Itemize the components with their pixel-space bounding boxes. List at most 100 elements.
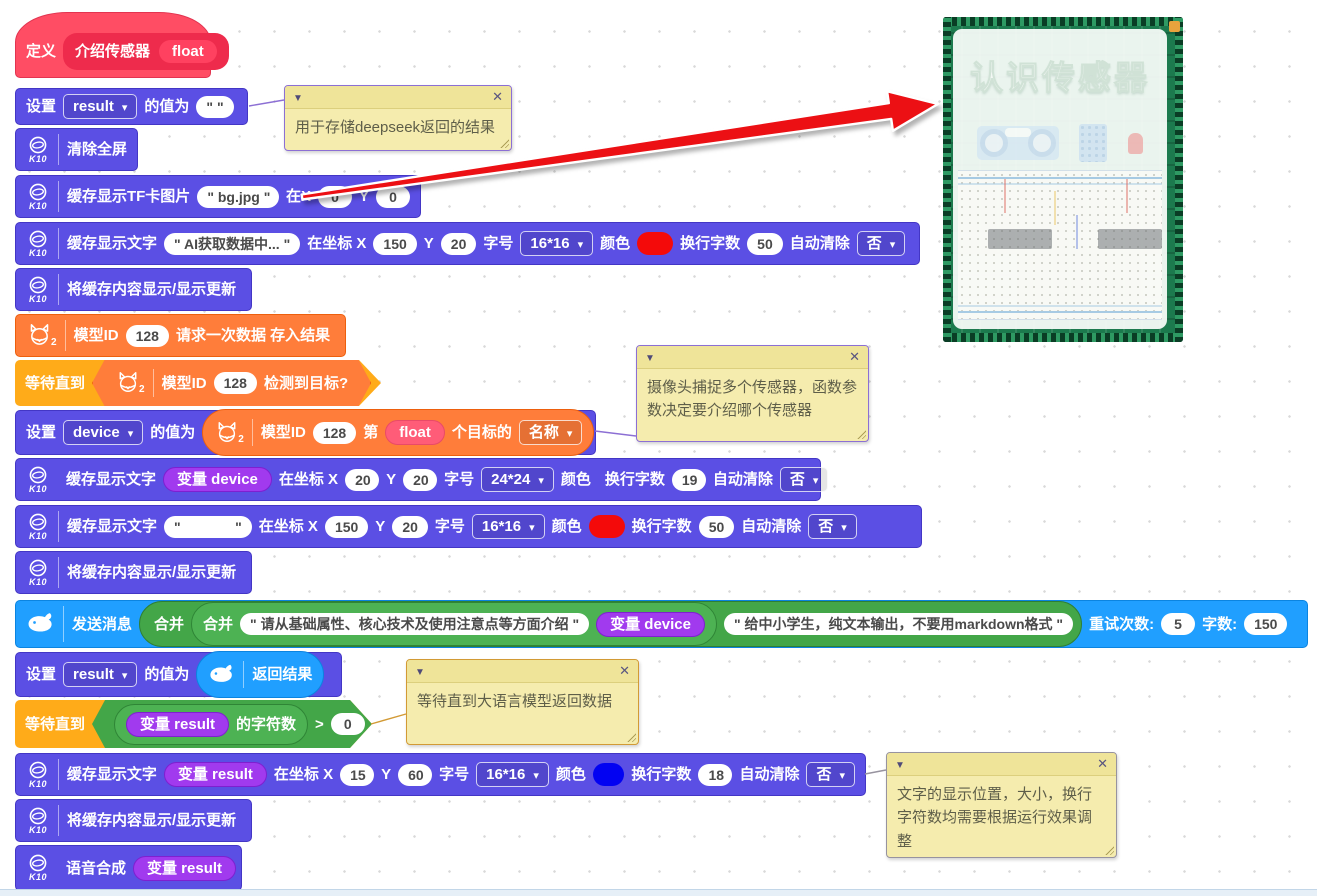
reply-reporter[interactable]: 返回结果: [196, 651, 325, 698]
wrap-input[interactable]: 50: [698, 515, 735, 538]
variable-reporter[interactable]: 变量 device: [596, 611, 705, 637]
function-param[interactable]: float: [159, 39, 217, 63]
close-icon[interactable]: [492, 88, 503, 106]
y-input[interactable]: 20: [403, 468, 438, 491]
join-inner-reporter[interactable]: 合并 " 请从基础属性、核心技术及使用注意点等方面介绍 " 变量 device: [191, 602, 717, 646]
cache-text-block[interactable]: K10 缓存显示文字 " " 在坐标 X 150 Y 20 字号 16*16 颜…: [15, 505, 922, 548]
close-icon[interactable]: [849, 348, 860, 366]
define-keyword: 定义: [26, 42, 57, 60]
comment-store-result[interactable]: 用于存储deepseek返回的结果: [284, 85, 512, 151]
wrap-input[interactable]: 19: [671, 468, 706, 491]
y-input[interactable]: 0: [376, 185, 410, 208]
chevron-down-icon: [578, 236, 584, 251]
wait-reply-block[interactable]: 等待直到 变量 result 的字符数 > 0: [15, 700, 372, 748]
text-input[interactable]: " AI获取数据中... ": [164, 232, 301, 255]
color-swatch[interactable]: [592, 763, 625, 786]
variable-reporter[interactable]: 变量 result: [163, 762, 267, 787]
resize-handle[interactable]: [626, 732, 636, 742]
model-id-input[interactable]: 128: [125, 324, 169, 347]
set-result-reply-block[interactable]: 设置 result 的值为 返回结果: [15, 651, 342, 698]
define-hat-block[interactable]: 定义 介绍传感器 float: [15, 12, 229, 78]
update-display-block[interactable]: K10 将缓存内容显示/显示更新: [15, 799, 252, 842]
comment-camera-capture[interactable]: 摄像头捕捉多个传感器，函数参数决定要介绍哪个传感器: [636, 345, 869, 442]
y-input[interactable]: 60: [398, 763, 433, 786]
update-display-block[interactable]: K10 将缓存内容显示/显示更新: [15, 551, 252, 594]
autoclear-dropdown[interactable]: 否: [808, 514, 857, 539]
collapse-arrow-icon[interactable]: [293, 88, 303, 106]
set-keyword: 设置: [26, 666, 57, 683]
x-input[interactable]: 20: [345, 468, 380, 491]
k10-board-icon: K10: [26, 136, 50, 164]
set-result-block[interactable]: 设置 result 的值为 " ": [15, 88, 248, 125]
variable-reporter[interactable]: 变量 result: [133, 855, 237, 881]
detect-target-condition[interactable]: 2 模型ID 128 检测到目标?: [92, 359, 371, 407]
font-size-dropdown[interactable]: 16*16: [471, 514, 545, 539]
close-icon[interactable]: [1097, 755, 1108, 773]
retry-input[interactable]: 5: [1161, 613, 1196, 635]
color-swatch[interactable]: [637, 232, 674, 255]
cache-text-block[interactable]: K10 缓存显示文字 " AI获取数据中... " 在坐标 X 150 Y 20…: [15, 222, 920, 265]
x-input[interactable]: 15: [340, 763, 375, 786]
target-name-reporter[interactable]: 2 模型ID 128 第 float 个目标的 名称: [202, 409, 595, 456]
collapse-arrow-icon[interactable]: [895, 755, 905, 773]
x-input[interactable]: 0: [317, 185, 352, 208]
resize-handle[interactable]: [1104, 845, 1114, 855]
set-keyword: 设置: [26, 98, 57, 115]
pos-label: 在坐标 X: [278, 471, 339, 488]
prompt-intro-input[interactable]: " 请从基础属性、核心技术及使用注意点等方面介绍 ": [240, 613, 590, 635]
filename-input[interactable]: " bg.jpg ": [197, 185, 279, 208]
model-id-input[interactable]: 128: [214, 372, 257, 394]
value-input[interactable]: " ": [196, 95, 234, 118]
speech-synthesis-block[interactable]: K10 语音合成 变量 result: [15, 845, 242, 891]
x-input[interactable]: 150: [373, 232, 417, 255]
y-input[interactable]: 20: [392, 515, 428, 538]
variable-dropdown[interactable]: device: [63, 420, 144, 445]
camera-preview-image[interactable]: 认识传感器: [943, 17, 1183, 342]
update-display-block[interactable]: K10 将缓存内容显示/显示更新: [15, 268, 252, 311]
show-tf-image-block[interactable]: K10 缓存显示TF卡图片 " bg.jpg " 在X 0 Y 0: [15, 175, 421, 218]
autoclear-dropdown[interactable]: 否: [806, 762, 855, 787]
join-outer-reporter[interactable]: 合并 合并 " 请从基础属性、核心技术及使用注意点等方面介绍 " 变量 devi…: [139, 601, 1083, 647]
image-resize-handle[interactable]: [1169, 21, 1180, 32]
wrap-label: 换行字数: [631, 766, 692, 783]
collapse-arrow-icon[interactable]: [645, 348, 655, 366]
cache-text-block[interactable]: K10 缓存显示文字 变量 result 在坐标 X 15 Y 60 字号 16…: [15, 753, 866, 796]
chars-input[interactable]: 150: [1244, 613, 1288, 635]
index-param[interactable]: float: [385, 420, 445, 445]
chevron-down-icon: [529, 519, 535, 534]
variable-dropdown[interactable]: result: [63, 662, 138, 687]
attribute-dropdown[interactable]: 名称: [518, 420, 583, 445]
wrap-input[interactable]: 18: [698, 763, 733, 786]
variable-dropdown[interactable]: result: [63, 94, 138, 119]
x-input[interactable]: 150: [324, 515, 369, 538]
cache-text-block[interactable]: K10 缓存显示文字 变量 device 在坐标 X 20 Y 20 字号 24…: [15, 458, 829, 501]
resize-handle[interactable]: [856, 429, 866, 439]
workspace-bottom-scrollbar[interactable]: [0, 889, 1317, 896]
font-size-dropdown[interactable]: 16*16: [476, 762, 549, 787]
prompt-style-input[interactable]: " 给中小学生，纯文本输出，不要用markdown格式 ": [723, 613, 1074, 635]
text-input[interactable]: " ": [164, 515, 252, 538]
y-input[interactable]: 20: [440, 232, 477, 255]
color-swatch[interactable]: [588, 515, 625, 538]
font-size-dropdown[interactable]: 24*24: [481, 467, 554, 492]
variable-reporter[interactable]: 变量 device: [163, 467, 272, 492]
string-length-reporter[interactable]: 变量 result 的字符数: [114, 704, 308, 745]
close-icon[interactable]: [619, 662, 630, 680]
autoclear-dropdown[interactable]: 否: [779, 467, 829, 492]
function-prototype[interactable]: 介绍传感器 float: [63, 32, 229, 70]
autoclear-dropdown[interactable]: 否: [856, 231, 906, 256]
font-size-dropdown[interactable]: 16*16: [520, 231, 594, 256]
wrap-input[interactable]: 50: [747, 232, 783, 255]
comment-display-tuning[interactable]: 文字的显示位置，大小，换行字符数均需要根据运行效果调整: [886, 752, 1117, 858]
send-message-block[interactable]: 发送消息 合并 合并 " 请从基础属性、核心技术及使用注意点等方面介绍 " 变量…: [15, 600, 1308, 648]
variable-reporter[interactable]: 变量 result: [126, 712, 229, 737]
length-condition[interactable]: 变量 result 的字符数 > 0: [92, 700, 387, 748]
set-device-block[interactable]: 设置 device 的值为 2 模型ID 128 第 float 个目标的 名称: [15, 409, 596, 456]
collapse-arrow-icon[interactable]: [415, 662, 425, 680]
huskylens-request-block[interactable]: 2 模型ID 128 请求一次数据 存入结果: [15, 314, 346, 357]
wait-until-block[interactable]: 等待直到 2 模型ID 128 检测到目标?: [15, 360, 381, 406]
model-id-input[interactable]: 128: [312, 421, 357, 444]
compare-input[interactable]: 0: [331, 713, 365, 735]
comment-wait-llm[interactable]: 等待直到大语言模型返回数据: [406, 659, 639, 745]
clear-screen-block[interactable]: K10 清除全屏: [15, 128, 138, 171]
